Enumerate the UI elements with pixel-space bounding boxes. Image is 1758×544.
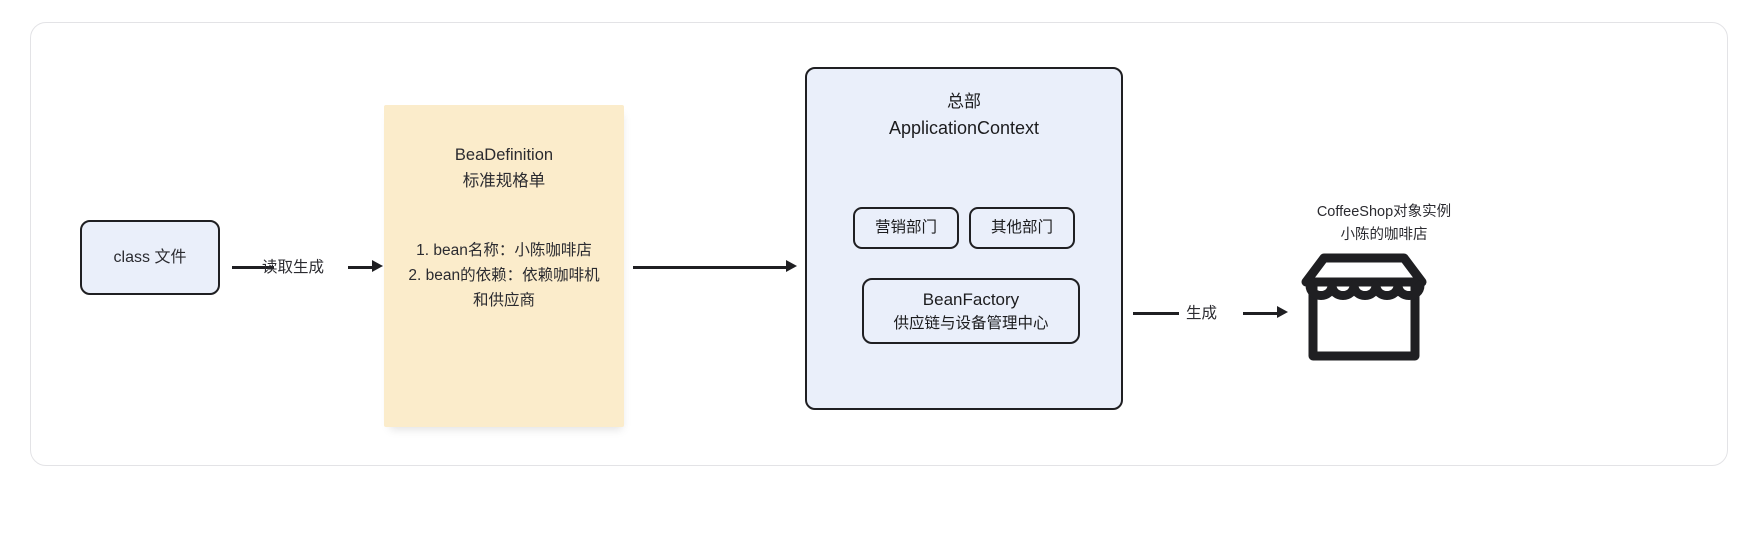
node-class-file[interactable]: class 文件 [80,220,220,295]
edge-beandefinition-to-appcontext [633,266,788,269]
storefront-icon [1300,252,1428,362]
result-label-line-2: 小陈的咖啡店 [1340,227,1428,243]
node-result-label: CoffeeShop对象实例 小陈的咖啡店 [1274,200,1494,248]
edge-label-read-generate: 读取生成 [262,259,325,276]
arrowhead-to-beandefinition [372,260,383,272]
bean-definition-title-cn: 标准规格单 [462,171,546,190]
node-application-context[interactable]: 总部 ApplicationContext 营销部门 其他部门 BeanFact… [805,67,1123,410]
bean-factory-title-cn: 供应链与设备管理中心 [893,315,1049,333]
arrowhead-to-appcontext [786,260,797,272]
edge-class-to-beandefinition-segment-b [348,266,374,269]
chip-other-department[interactable]: 其他部门 [969,207,1076,250]
chip-marketing-department-label: 营销部门 [874,219,937,236]
edge-class-to-beandefinition-segment-a [232,266,274,269]
application-context-title-cn: 总部 [947,92,981,111]
arrowhead-to-shop [1277,306,1288,318]
chip-other-department-label: 其他部门 [991,219,1054,236]
application-context-title-en: ApplicationContext [888,118,1040,139]
chip-marketing-department[interactable]: 营销部门 [852,207,959,250]
edge-appcontext-to-shop-segment-a [1133,312,1179,315]
node-bean-definition[interactable]: BeaDefinition 标准规格单 1. bean名称：小陈咖啡店 2. b… [384,105,624,427]
edge-appcontext-to-shop-segment-b [1243,312,1279,315]
bean-definition-body: 1. bean名称：小陈咖啡店 2. bean的依赖：依赖咖啡机 和供应商 [408,238,599,313]
node-bean-factory[interactable]: BeanFactory 供应链与设备管理中心 [862,278,1080,344]
bean-definition-line-3: 和供应商 [472,292,535,310]
department-chip-row: 营销部门 其他部门 [807,207,1121,250]
bean-definition-title-en: BeaDefinition [454,146,554,164]
result-label-line-1: CoffeeShop对象实例 [1316,203,1452,220]
bean-definition-line-1: 1. bean名称：小陈咖啡店 [416,242,592,260]
bean-factory-title-en: BeanFactory [922,289,1020,309]
application-context-title: 总部 ApplicationContext [889,89,1039,143]
node-class-file-label: class 文件 [113,248,187,266]
bean-definition-line-2: 2. bean的依赖：依赖咖啡机 [408,267,600,285]
bean-definition-title: BeaDefinition 标准规格单 [455,143,553,194]
edge-label-generate: 生成 [1186,305,1218,322]
